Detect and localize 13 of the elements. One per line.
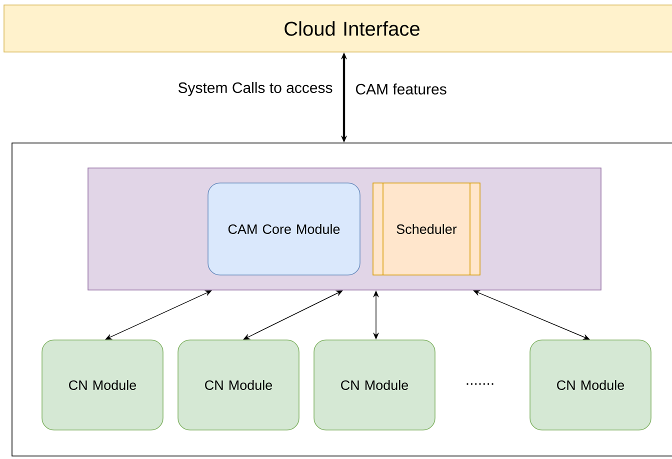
annotation-text: System Calls to access <box>178 82 332 96</box>
annotation-text: CAM features <box>356 84 446 94</box>
module-box: CN Module <box>42 340 164 430</box>
ellipsis: ....... <box>466 383 494 385</box>
arrow <box>243 290 343 340</box>
module-box: CN Module <box>314 340 436 430</box>
module-box: CN Module <box>178 340 300 430</box>
process-box: Scheduler <box>372 182 480 276</box>
interface-bar: Cloud Interface <box>4 4 672 52</box>
arrow <box>105 290 212 340</box>
module-box: CAM Core Module <box>208 182 360 276</box>
module-box: CN Module <box>530 340 652 430</box>
arrow <box>473 290 590 340</box>
